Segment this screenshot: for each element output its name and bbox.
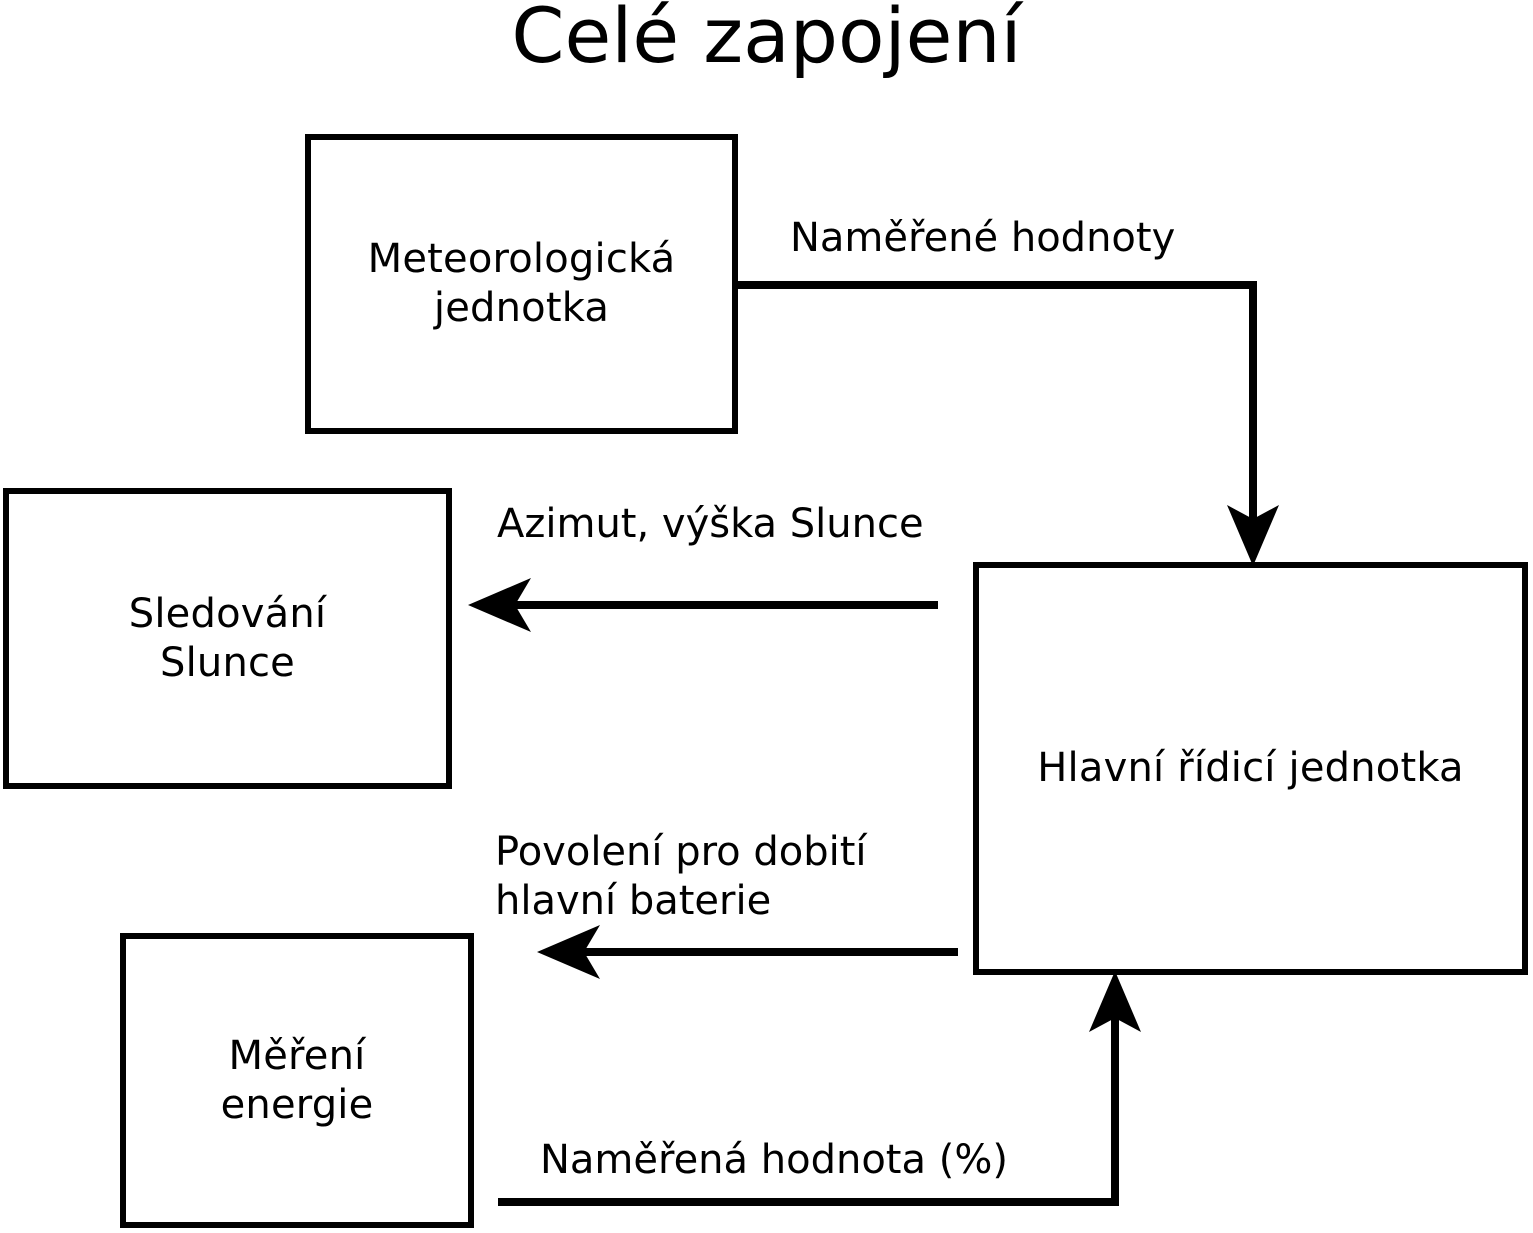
node-main-control-unit-label: Hlavní řídicí jednotka <box>1037 745 1464 792</box>
node-main-control-unit[interactable]: Hlavní řídicí jednotka <box>973 562 1528 975</box>
edge-measured-percent <box>498 971 1141 1206</box>
node-energy-measurement-label: Měření energie <box>220 1032 374 1128</box>
edge-label-charge-permit: Povolení pro dobití hlavní baterie <box>495 829 867 924</box>
arrowhead-up-icon <box>1089 971 1141 1032</box>
arrowhead-down-icon <box>1227 505 1279 566</box>
node-sun-tracking-label: Sledování Slunce <box>128 590 327 686</box>
edge-label-measured-percent: Naměřená hodnota (%) <box>540 1137 1008 1183</box>
node-meteorological-unit-label: Meteorologická jednotka <box>367 236 676 331</box>
edge-azimuth <box>468 578 938 632</box>
node-meteorological-unit[interactable]: Meteorologická jednotka <box>305 134 738 434</box>
edge-label-azimuth: Azimut, výška Slunce <box>497 501 924 547</box>
arrowhead-left-icon <box>537 925 600 979</box>
node-sun-tracking[interactable]: Sledování Slunce <box>3 488 452 789</box>
page-title: Celé zapojení <box>511 0 1022 80</box>
edge-measured-values <box>730 281 1279 566</box>
arrowhead-left-icon <box>468 578 531 632</box>
edge-charge-permit <box>537 925 958 979</box>
edge-label-measured-values: Naměřené hodnoty <box>790 215 1176 261</box>
node-energy-measurement[interactable]: Měření energie <box>120 933 474 1228</box>
